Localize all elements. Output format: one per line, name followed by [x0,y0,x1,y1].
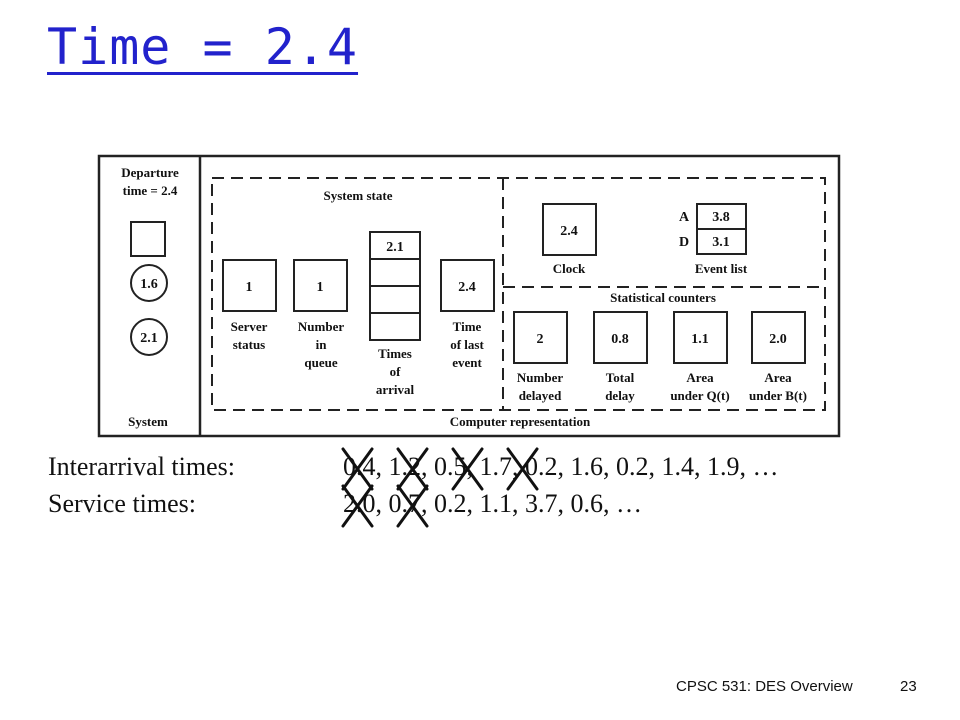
event-list-value-a: 3.8 [712,210,730,225]
counter-label-3a: Area [686,370,714,385]
event-list-key-d: D [679,235,689,250]
statistical-counters-label: Statistical counters [610,290,716,305]
counter-label-2a: Total [606,370,635,385]
counter-value-2: 0.8 [611,332,629,347]
event-list-key-a: A [679,210,690,225]
cross-out-mark [506,447,539,491]
time-of-last-event-value: 2.4 [458,280,476,295]
arrival-times-label-3: arrival [376,382,415,397]
computer-representation-label: Computer representation [450,414,591,429]
interarrival-times-values: 0.4, 1.2, 0.5, 1.7, 0.2, 1.6, 0.2, 1.4, … [343,452,779,481]
arrival-time-1: 2.1 [386,240,404,255]
clock-value: 2.4 [560,224,578,239]
cross-out-mark [451,447,484,491]
departure-label-1: Departure [121,165,179,180]
cross-out-mark [341,447,374,491]
counter-label-1b: delayed [519,388,562,403]
server-box [130,221,166,257]
counter-label-4b: under B(t) [749,388,807,403]
page-title: Time = 2.4 [47,18,359,76]
server-status-value: 1 [246,280,253,295]
number-in-queue-label-3: queue [304,355,337,370]
system-state-label: System state [324,188,393,203]
clock-box [542,203,597,256]
counter-box-3 [673,311,728,364]
time-of-last-event-label-2: of last [450,337,484,352]
server-status-box [222,259,277,312]
counter-box-2 [593,311,648,364]
departure-label-2: time = 2.4 [123,183,178,198]
interarrival-times-label: Interarrival times: [48,452,235,481]
computer-representation-frame [211,177,826,411]
customer-circle-1 [130,264,168,302]
cross-out-mark [396,484,429,528]
counter-label-2b: delay [605,388,635,403]
event-list-label: Event list [695,261,748,276]
time-of-last-event-label-1: Time [453,319,482,334]
customer-circle-1-label: 1.6 [140,277,158,292]
arrival-times-label-2: of [390,364,402,379]
number-in-queue-value: 1 [317,280,324,295]
outer-frame [97,154,841,438]
service-times-values: 2.0, 0.7, 0.2, 1.1, 3.7, 0.6, … [343,489,642,518]
number-in-queue-box [293,259,348,312]
service-times-label: Service times: [48,489,197,518]
service-times-row: Service times: 2.0, 0.7, 0.2, 1.1, 3.7, 0… [48,489,642,519]
system-label: System [128,414,168,429]
server-status-label-2: status [233,337,266,352]
arrival-times-label-1: Times [378,346,412,361]
counter-label-3b: under Q(t) [670,388,729,403]
number-in-queue-label-2: in [316,337,328,352]
counter-value-1: 2 [537,332,544,347]
counter-box-1 [513,311,568,364]
clock-label: Clock [553,261,586,276]
footer-page-number: 23 [900,678,917,695]
counter-box-4 [751,311,806,364]
customer-circle-2 [130,318,168,356]
cross-out-mark [341,484,374,528]
cross-out-mark [396,447,429,491]
counter-label-4a: Area [764,370,792,385]
time-of-last-event-label-3: event [452,355,482,370]
server-status-label-1: Server [231,319,268,334]
footer-course: CPSC 531: DES Overview [676,678,853,695]
counter-value-4: 2.0 [769,332,787,347]
time-of-last-event-box [440,259,495,312]
customer-circle-2-label: 2.1 [140,331,158,346]
number-in-queue-label-1: Number [298,319,344,334]
counter-label-1a: Number [517,370,563,385]
interarrival-times-row: Interarrival times: 0.4, 1.2, 0.5, 1.7, 0… [48,452,779,482]
event-list-value-d: 3.1 [712,235,730,250]
counter-value-3: 1.1 [691,332,709,347]
cross-out-marks [341,447,539,528]
